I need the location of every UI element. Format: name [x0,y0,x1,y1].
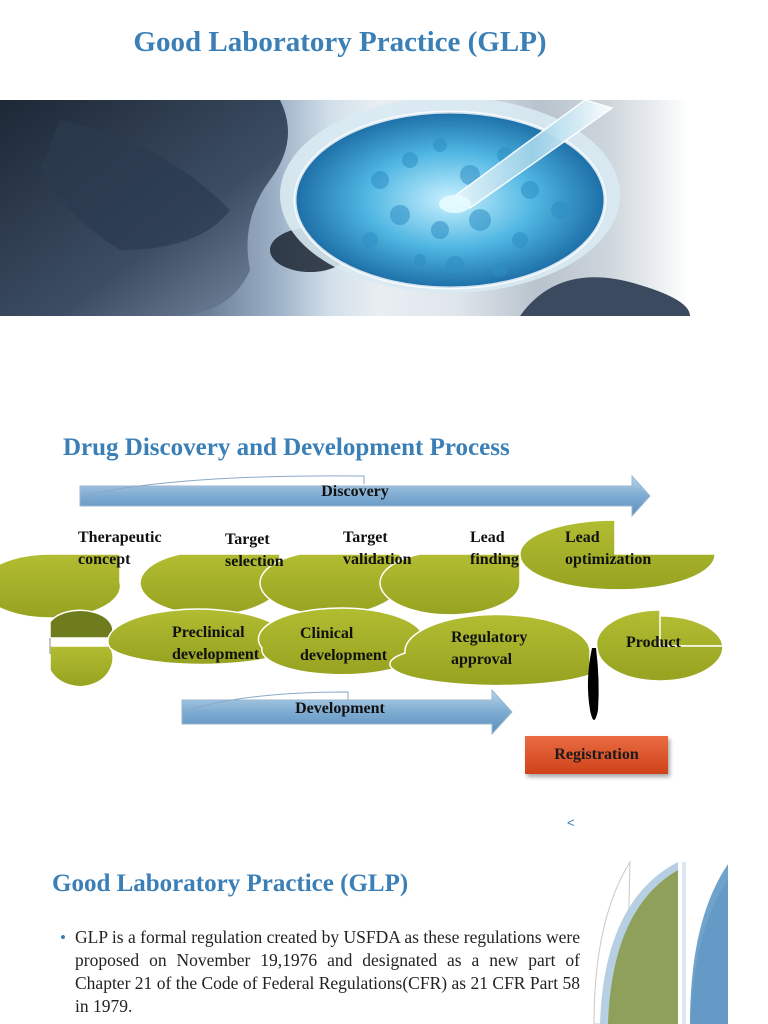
list-item: • GLP is a formal regulation created by … [60,926,580,1018]
step-label-line2: finding [470,551,519,568]
development-arrow [181,688,513,736]
step-label-line2: concept [78,551,131,568]
step-label-line1: Target [343,529,388,546]
step-label-line2: optimization [565,551,652,568]
step-lead-optimization: Lead optimization [565,527,651,571]
slide-marker-glyph: < [567,815,575,830]
bullet-icon: • [60,928,66,947]
drug-development-diagram: Discovery Development Therapeutic concep… [0,470,768,770]
discovery-arrow-label: Discovery [321,483,389,500]
step-label-line1: Lead [565,529,600,546]
development-arrow-label: Development [295,700,385,717]
registration-label: Registration [554,746,639,763]
step-label-line1: Regulatory [451,629,528,646]
registration-box: Registration [525,736,668,774]
bullet-text: GLP is a formal regulation created by US… [75,927,580,1016]
step-label-line2: validation [343,551,412,568]
step-regulatory-approval: Regulatory approval [451,627,527,671]
step-label-line1: Product [626,634,681,651]
discovery-step-shapes [0,519,716,619]
step-product: Product [626,632,681,654]
slide-3-title: Good Laboratory Practice (GLP) [52,870,409,897]
lab-photo-petri-dish [0,100,690,316]
connector-shape [587,648,599,720]
discovery-arrow [79,474,651,518]
diagram-shapes [0,474,724,736]
petri-dish-illustration [0,100,690,316]
step-label-line1: Preclinical [172,624,245,641]
decorative-shapes [593,860,728,1024]
step-label-line1: Clinical [300,625,354,642]
step-preclinical-development: Preclinical development [172,622,259,666]
slide-1-title: Good Laboratory Practice (GLP) [133,26,547,58]
step-lead-finding: Lead finding [470,527,519,571]
step-label-line2: approval [451,651,513,668]
glp-bullet-list: • GLP is a formal regulation created by … [60,926,580,1018]
development-step-shapes [49,607,724,688]
step-label-line2: development [300,647,388,664]
slide-2-title: Drug Discovery and Development Process [63,434,510,461]
step-therapeutic-concept: Therapeutic concept [78,527,162,571]
step-target-validation: Target validation [343,527,411,571]
step-label-line2: selection [225,553,284,570]
step-label-line1: Therapeutic [78,529,162,546]
step-clinical-development: Clinical development [300,623,387,667]
step-target-selection: Target selection [225,529,284,573]
step-label-line1: Target [225,531,270,548]
step-label-line2: development [172,646,260,663]
step-label-line1: Lead [470,529,505,546]
